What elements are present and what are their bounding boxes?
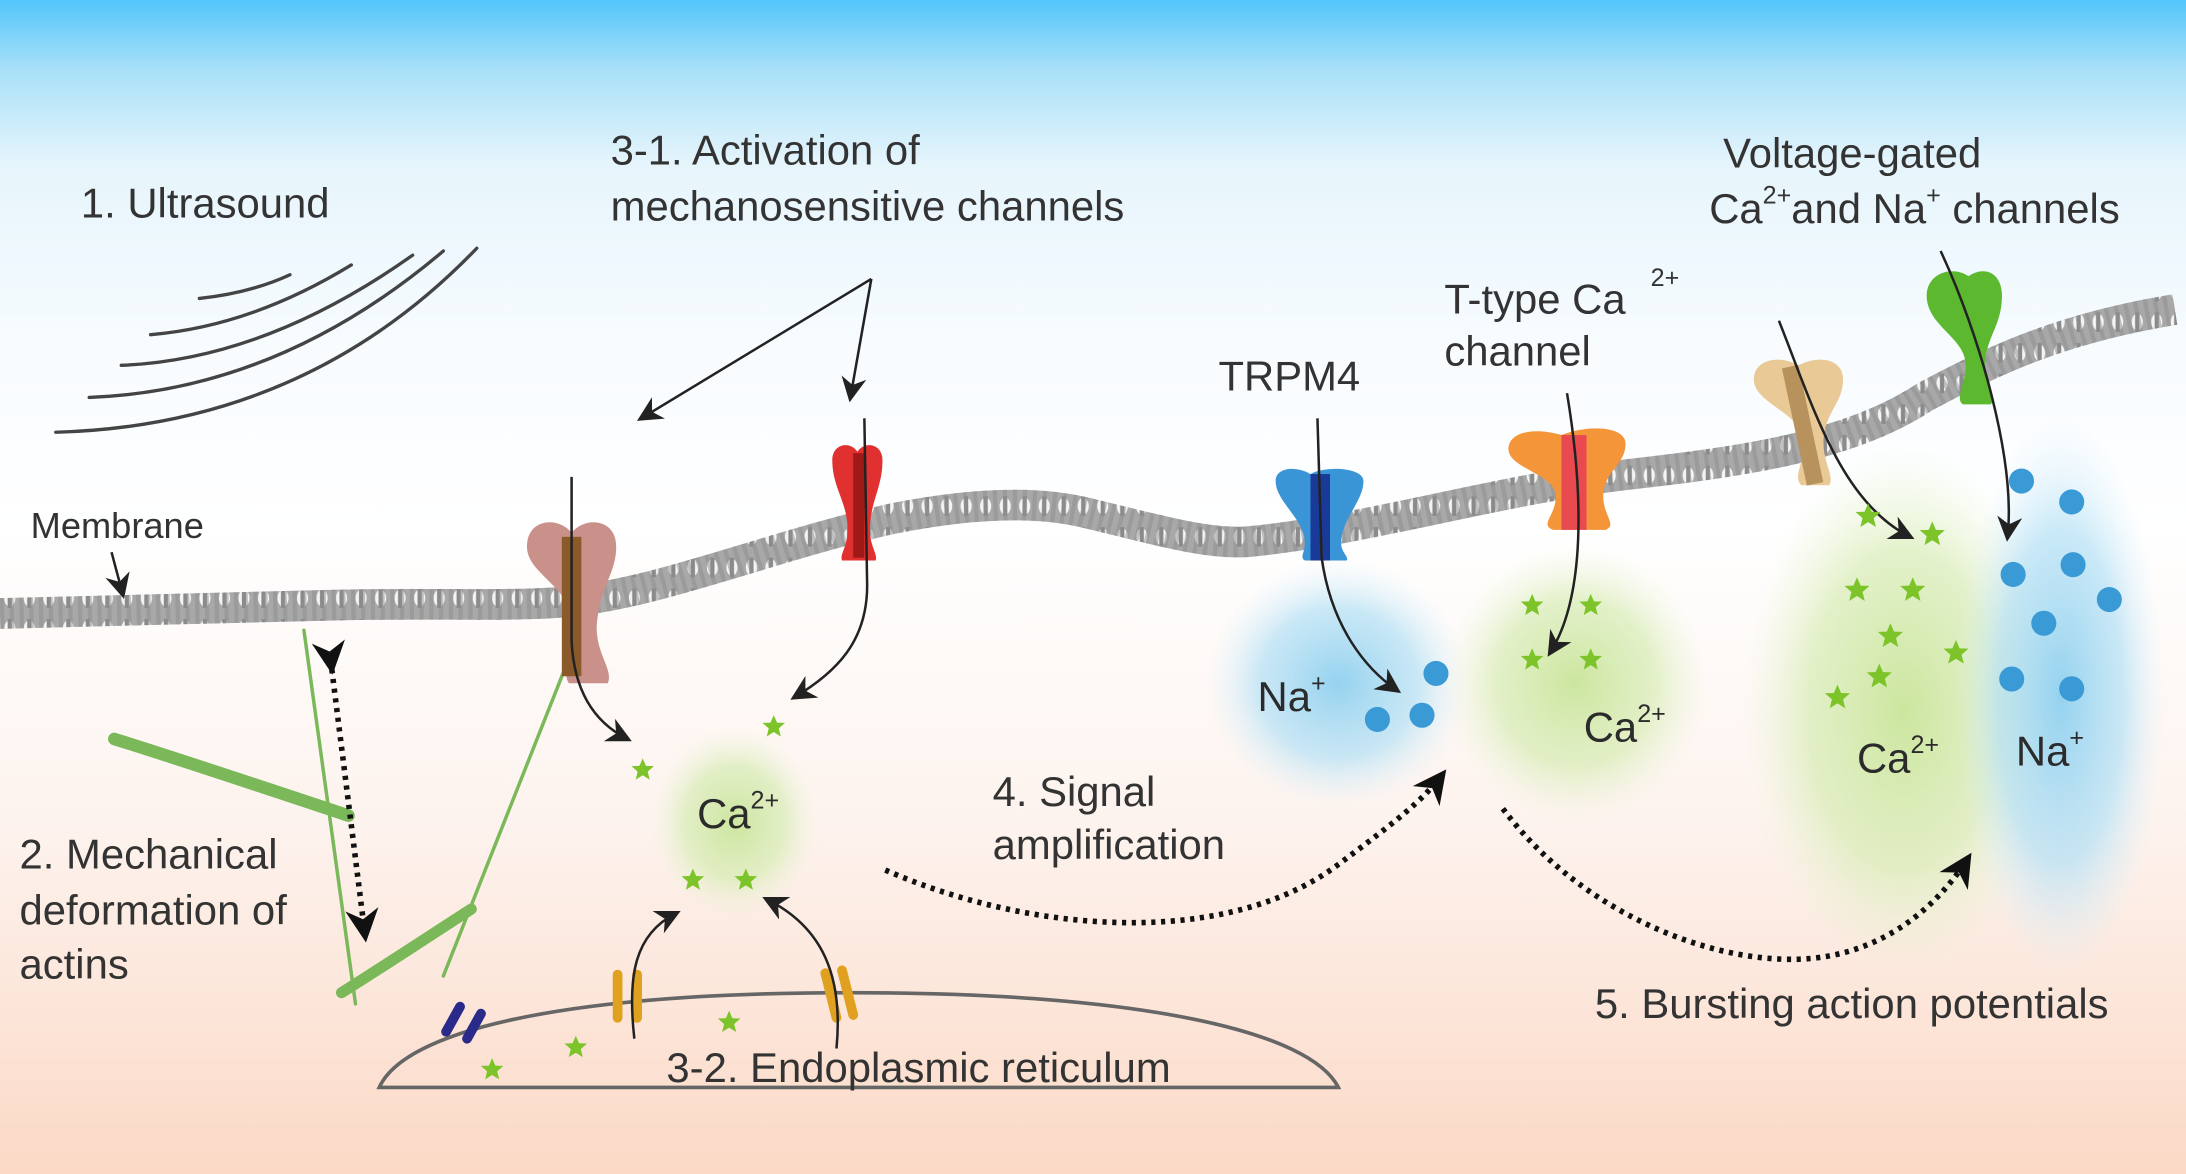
activation-label-line2: mechanosensitive channels [611, 182, 1125, 229]
vg-label-line2: Ca2+and Na+ channels [1709, 182, 2120, 233]
trpm4-label: TRPM4 [1218, 352, 1360, 399]
mechanical-label-line2: deformation of [20, 886, 288, 933]
ca-cloud-ttype [1442, 543, 1708, 823]
ca-label-vg: Ca2+ [1857, 731, 1939, 782]
mechanical-label-line3: actins [20, 941, 129, 988]
signal-amplification-arrow [884, 769, 1447, 926]
er-label: 3-2. Endoplasmic reticulum [666, 1044, 1170, 1091]
mechanical-label-line1: 2. Mechanical [20, 831, 278, 878]
ttype-label-line2: channel [1444, 327, 1590, 374]
activation-label-line1: 3-1. Activation of [611, 127, 921, 174]
ca-label-ttype: Ca2+ [1584, 700, 1666, 751]
ttype-label-sup: 2+ [1651, 264, 1680, 292]
na-label-trpm4: Na+ [1258, 670, 1326, 721]
na-label-vg: Na+ [2016, 724, 2084, 775]
signal-label-line2: amplification [993, 821, 1225, 868]
ultrasound-waves-icon [54, 246, 479, 434]
na-cloud-vg [1955, 418, 2166, 976]
voltage-gated-na-channel [1926, 271, 2002, 405]
ion-flux-arrows [570, 250, 2023, 742]
bursting-label: 5. Bursting action potentials [1595, 980, 2109, 1027]
ttype-label-line1: T-type Ca [1444, 276, 1626, 323]
deformation-double-arrow [311, 639, 379, 943]
membrane-texture [0, 294, 2178, 629]
ultrasound-label: 1. Ultrasound [81, 180, 330, 227]
ca-label-intracellular: Ca2+ [697, 787, 779, 838]
vg-label-line1: Voltage-gated [1723, 129, 1981, 176]
na-cloud-trpm4 [1205, 557, 1471, 809]
membrane-pointer-arrow [105, 551, 130, 599]
actin-filaments [108, 628, 567, 1006]
voltage-gated-ca-channel [1753, 359, 1844, 486]
membrane-label: Membrane [31, 505, 204, 546]
er-ip3-channel-1 [612, 969, 642, 1023]
activation-pointer-arrows [637, 277, 873, 421]
na-ions [1364, 468, 2122, 732]
er-ip3-channel-2 [820, 965, 859, 1023]
ttype-ca-channel [1508, 428, 1626, 530]
er-release-arrows [630, 897, 839, 1049]
er-pump [441, 1001, 486, 1044]
signal-label-line1: 4. Signal [993, 768, 1156, 815]
mechanosensitive-channel-2 [832, 445, 883, 561]
